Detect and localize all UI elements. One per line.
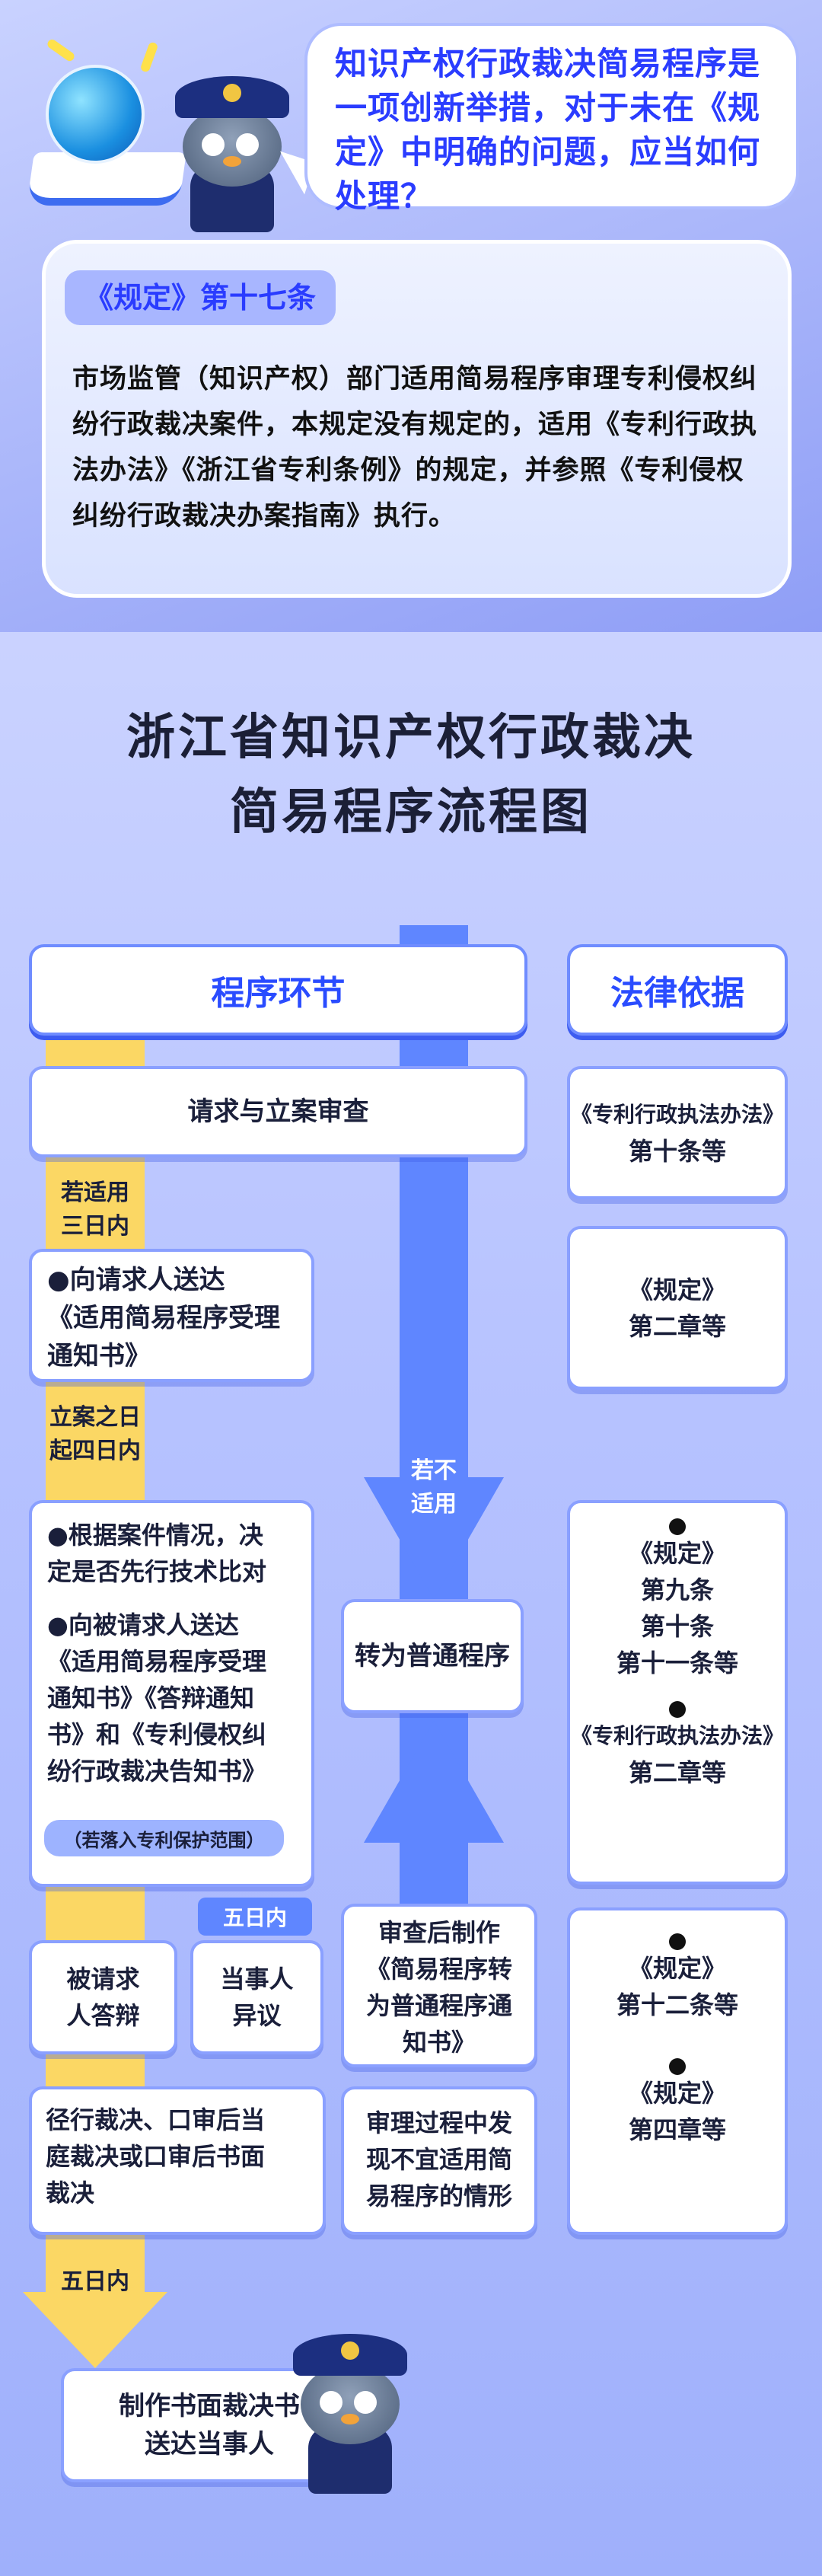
question-bubble [304,23,799,209]
step-line: 定是否先行技术比对 [47,1557,267,1586]
step-line: 纷行政裁决告知书》 [47,1757,267,1786]
legal-line: 《规定》 [628,2079,726,2108]
legal-line: 第九条 [640,1575,714,1604]
gap-label-line: 若适用 [61,1179,129,1206]
step-line: 径行裁决、口审后当 [46,2105,266,2134]
eye-icon [202,133,225,156]
mascot-head-icon [301,2364,400,2444]
article-body: 市场监管（知识产权）部门适用简易程序审理专利侵权纠纷行政裁决案件，本规定没有规定… [72,364,758,531]
gap-label-line: 立案之日 [49,1404,141,1431]
mascot-head-icon [183,107,282,187]
step-line: ●向被请求人送达 [47,1610,239,1639]
step-line: 现不宜适用简 [365,2145,512,2174]
step-line: 送达当事人 [145,2429,274,2459]
beak-icon [341,2414,359,2424]
legal-line: 第二章等 [628,1311,726,1341]
label-line: 若不 [411,1457,457,1484]
article-title: 《规定》第十七条 [65,270,336,325]
gap-label-five-days: 五日内 [61,2268,129,2295]
step-line: 书》和《专利侵权纠 [47,1720,267,1749]
step-line: 《简易程序转 [365,1955,512,1984]
legal-line: 第二章等 [628,1758,726,1787]
step-line: 庭裁决或口审后书面 [46,2142,266,2171]
legal-line: 第十条 [640,1612,714,1641]
legal-line: 第十一条等 [616,1649,738,1677]
up-arrow-blue-icon [364,1721,504,1843]
step-line: 制作书面裁决书 [119,2391,300,2421]
gap-label-line: 三日内 [61,1213,129,1240]
legal-line: 第十二条等 [616,1990,738,2019]
flowchart-title: 浙江省知识产权行政裁决 简易程序流程图 [0,701,822,850]
eye-icon [236,133,259,156]
step-line: 为普通程序通 [365,1991,512,2020]
step-ruling: 径行裁决、口审后当 庭裁决或口审后书面 裁决 [29,2086,326,2235]
step-line: 被请求 [66,1965,140,1993]
legal-basis-4: 《规定》 第十二条等 《规定》 第四章等 [567,1907,788,2235]
legal-line: 《规定》 [628,1539,726,1568]
header-legal-basis: 法律依据 [567,944,788,1036]
step-request: 请求与立案审查 [29,1066,527,1157]
gap-label-three-days: 若适用 三日内 [46,1176,145,1243]
step-line: 《适用简易程序受理 [47,1303,280,1333]
label-five-days: 五日内 [198,1898,312,1936]
label-line: 适用 [411,1491,457,1518]
step-line: 《适用简易程序受理 [47,1647,267,1676]
step-line: 裁决 [46,2179,95,2207]
gap-label-line: 起四日内 [49,1438,141,1464]
gap-label-four-days: 立案之日 起四日内 [46,1401,145,1468]
note-protection-scope: （若落入专利保护范围） [44,1820,284,1856]
legal-basis-1: 《专利行政执法办法》 第十条等 [567,1066,788,1199]
legal-line: 第十条等 [628,1136,726,1166]
step-line: 异议 [232,2001,282,2030]
bullet-icon [669,1933,686,1950]
label-not-applicable: 若不 适用 [400,1454,468,1521]
step-party-objection: 当事人 异议 [190,1940,323,2054]
mascot-officer [171,76,293,232]
legal-line: 《规定》 [628,1275,726,1304]
step-convert-normal: 转为普通程序 [341,1599,524,1713]
eye-icon [354,2391,377,2414]
down-arrow-blue-icon [364,1477,504,1599]
legal-basis-3: 《规定》 第九条 第十条 第十一条等 《专利行政执法办法》 第二章等 [567,1500,788,1885]
legal-line: 《规定》 [628,1954,726,1983]
step-unsuitable-case: 审理过程中发 现不宜适用简 易程序的情形 [341,2086,537,2235]
badge-icon [223,84,241,102]
badge-icon [341,2341,359,2360]
step-review-notice: 审查后制作 《简易程序转 为普通程序通 知书》 [341,1904,537,2067]
step-line: 知书》 [402,2028,476,2057]
legal-line: 《专利行政执法办法》 [570,1723,784,1748]
down-arrow-yellow-icon [23,2216,167,2368]
step-line: 人答辩 [66,2001,140,2030]
flowchart-title-line2: 简易程序流程图 [230,784,592,841]
flowchart-title-line1: 浙江省知识产权行政裁决 [126,710,696,766]
bullet-icon [669,2058,686,2075]
step-line: ●向请求人送达 [47,1265,225,1295]
step-line: 易程序的情形 [365,2182,512,2211]
step-line: ●根据案件情况，决 [47,1521,263,1550]
step-notice-requester: ●向请求人送达 《适用简易程序受理 通知书》 [29,1249,314,1382]
mascot-officer-bottom [293,2334,407,2494]
step-line: 通知书》《答辩通知 [47,1684,255,1713]
step-line: 审理过程中发 [365,2108,512,2137]
step-respondent-defense: 被请求 人答辩 [29,1940,177,2054]
header-procedure: 程序环节 [29,944,527,1036]
question-text: 知识产权行政裁决简易程序是一项创新举措，对于未在《规定》中明确的问题，应当如何处… [335,45,761,215]
legal-basis-2: 《规定》 第二章等 [567,1226,788,1390]
bullet-icon [669,1701,686,1718]
globe-icon [46,65,145,164]
legal-line: 第四章等 [628,2115,726,2144]
step-line: 通知书》 [47,1341,151,1371]
beak-icon [223,156,241,167]
legal-line: 《专利行政执法办法》 [570,1101,784,1127]
step-line: 审查后制作 [378,1918,500,1947]
eye-icon [320,2391,342,2414]
bullet-icon [669,1518,686,1535]
step-line: 当事人 [220,1965,294,1993]
